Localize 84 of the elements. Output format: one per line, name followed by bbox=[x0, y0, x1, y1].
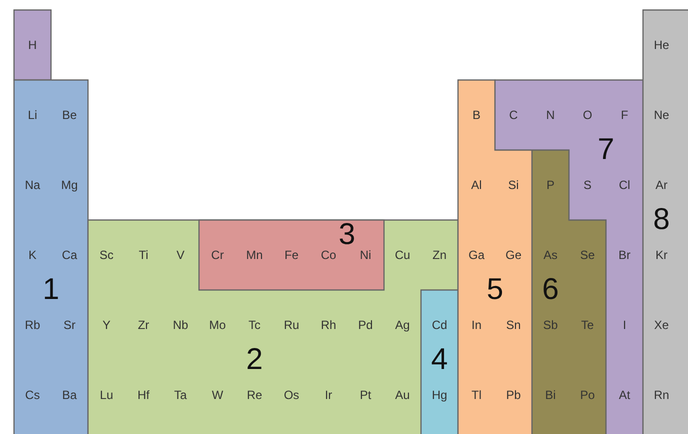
element-symbol: Ag bbox=[395, 319, 410, 331]
group-number: 8 bbox=[653, 205, 670, 235]
element-symbol: Mg bbox=[61, 179, 78, 191]
element-region bbox=[14, 10, 51, 80]
element-symbol: Fe bbox=[284, 249, 298, 261]
group-number: 4 bbox=[431, 345, 448, 375]
element-symbol: V bbox=[176, 249, 184, 261]
element-symbol: Li bbox=[28, 109, 38, 121]
element-symbol: Sn bbox=[506, 319, 521, 331]
element-symbol: F bbox=[620, 109, 628, 121]
element-symbol: Br bbox=[618, 249, 630, 261]
element-symbol: Ne bbox=[654, 109, 670, 121]
group-number: 3 bbox=[338, 220, 356, 250]
element-symbol: Al bbox=[471, 179, 482, 191]
element-symbol: Na bbox=[24, 179, 40, 191]
element-symbol: Ge bbox=[506, 249, 522, 261]
element-symbol: Rb bbox=[24, 319, 40, 331]
element-symbol: Tl bbox=[472, 389, 482, 401]
element-symbol: Ba bbox=[62, 389, 77, 401]
element-symbol: Pb bbox=[506, 389, 521, 401]
element-symbol: He bbox=[654, 39, 670, 51]
element-symbol: Au bbox=[395, 389, 410, 401]
element-symbol: Te bbox=[581, 319, 594, 331]
element-symbol: At bbox=[618, 389, 630, 401]
element-symbol: Sr bbox=[64, 319, 76, 331]
element-symbol: Cd bbox=[432, 319, 448, 331]
group-number: 6 bbox=[542, 275, 559, 305]
element-symbol: Cl bbox=[618, 179, 630, 191]
element-symbol: In bbox=[472, 319, 482, 331]
element-symbol: Hf bbox=[138, 389, 150, 401]
element-symbol: As bbox=[544, 249, 558, 261]
element-symbol: B bbox=[472, 109, 480, 121]
element-symbol: Hg bbox=[432, 389, 448, 401]
element-symbol: Nb bbox=[172, 319, 188, 331]
element-symbol: Y bbox=[102, 319, 110, 331]
element-symbol: Ru bbox=[284, 319, 300, 331]
element-symbol: Ti bbox=[138, 249, 148, 261]
element-symbol: C bbox=[509, 109, 518, 121]
group-number: 1 bbox=[42, 275, 60, 305]
element-symbol: Ga bbox=[468, 249, 484, 261]
element-symbol: Rn bbox=[654, 389, 670, 401]
element-region bbox=[88, 220, 458, 434]
element-symbol: Ir bbox=[324, 389, 332, 401]
element-symbol: K bbox=[28, 249, 36, 261]
element-symbol: Rh bbox=[320, 319, 336, 331]
element-symbol: Be bbox=[62, 109, 77, 121]
element-symbol: Sb bbox=[543, 319, 558, 331]
element-symbol: P bbox=[546, 179, 554, 191]
element-symbol: Co bbox=[320, 249, 336, 261]
element-symbol: W bbox=[212, 389, 224, 401]
element-symbol: H bbox=[28, 39, 37, 51]
element-symbol: Se bbox=[580, 249, 595, 261]
element-symbol: Cu bbox=[394, 249, 410, 261]
element-symbol: Mn bbox=[246, 249, 263, 261]
element-symbol: Kr bbox=[656, 249, 668, 261]
element-symbol: Ca bbox=[62, 249, 78, 261]
element-symbol: Ta bbox=[174, 389, 187, 401]
element-symbol: O bbox=[582, 109, 592, 121]
element-symbol: Ni bbox=[360, 249, 372, 261]
element-symbol: Sc bbox=[100, 249, 114, 261]
element-symbol: I bbox=[622, 319, 626, 331]
element-symbol: Zn bbox=[432, 249, 446, 261]
element-symbol: Re bbox=[246, 389, 262, 401]
element-symbol: Tc bbox=[248, 319, 260, 331]
element-symbol: Lu bbox=[100, 389, 114, 401]
element-symbol: Pt bbox=[360, 389, 372, 401]
element-symbol: Ar bbox=[656, 179, 668, 191]
element-symbol: Zr bbox=[138, 319, 150, 331]
element-symbol: S bbox=[584, 179, 592, 191]
element-symbol: N bbox=[546, 109, 555, 121]
group-number: 2 bbox=[246, 345, 263, 375]
element-symbol: Os bbox=[284, 389, 300, 401]
element-symbol: Si bbox=[508, 179, 519, 191]
element-symbol: Mo bbox=[209, 319, 226, 331]
element-region bbox=[14, 80, 88, 434]
element-symbol: Cr bbox=[211, 249, 224, 261]
element-symbol: Cs bbox=[25, 389, 40, 401]
element-symbol: Xe bbox=[654, 319, 669, 331]
element-region bbox=[199, 220, 384, 290]
element-symbol: Po bbox=[580, 389, 595, 401]
element-symbol: Pd bbox=[358, 319, 373, 331]
group-number: 5 bbox=[486, 275, 504, 305]
element-symbol: Bi bbox=[545, 389, 556, 401]
group-number: 7 bbox=[598, 135, 614, 165]
